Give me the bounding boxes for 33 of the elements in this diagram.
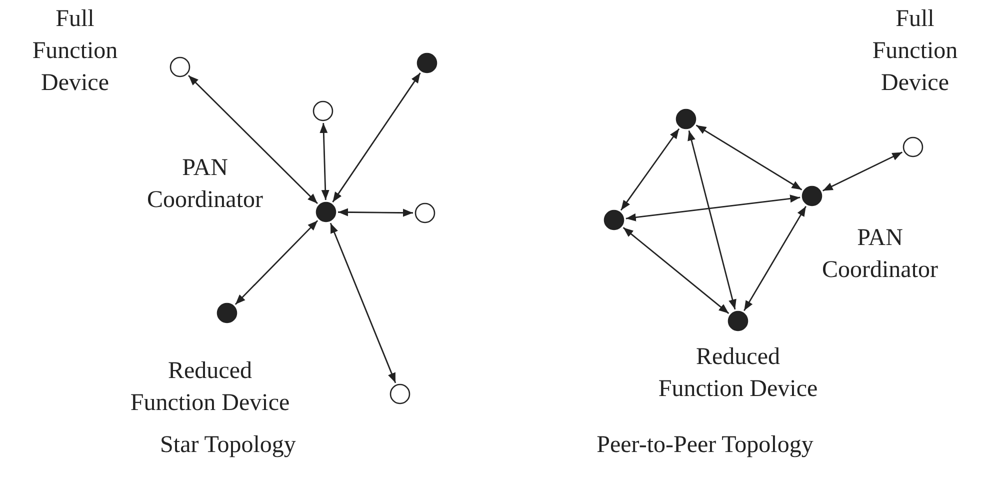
open-node-circle	[414, 202, 436, 224]
node-caption: Full Function Device	[871, 5, 959, 98]
filled-node-circle	[315, 201, 337, 223]
double-arrow	[744, 206, 806, 312]
double-arrow	[332, 72, 421, 202]
node-caption: PAN Coordinator	[821, 224, 939, 285]
double-arrow	[696, 124, 802, 190]
double-arrow	[688, 130, 736, 310]
double-arrow	[620, 128, 680, 211]
node-caption: Reduced Function Device	[129, 357, 291, 418]
filled-node-circle	[801, 185, 823, 207]
double-arrow	[330, 222, 396, 384]
double-arrow	[622, 227, 730, 314]
double-arrow	[234, 220, 318, 305]
double-arrow	[320, 122, 330, 200]
double-arrow	[188, 74, 318, 204]
node-caption: Full Function Device	[31, 5, 119, 98]
open-node-circle	[169, 56, 191, 78]
topology-title: Star Topology	[159, 431, 297, 460]
double-arrow	[626, 194, 800, 222]
filled-node-circle	[416, 52, 438, 74]
topology-title: Peer-to-Peer Topology	[596, 431, 814, 460]
open-node-circle	[312, 100, 334, 122]
filled-node-circle	[727, 310, 749, 332]
double-arrow	[338, 208, 413, 217]
filled-node-circle	[675, 108, 697, 130]
filled-node-circle	[603, 209, 625, 231]
node-caption: PAN Coordinator	[146, 154, 264, 215]
double-arrow	[822, 152, 902, 192]
node-caption: Reduced Function Device	[657, 343, 819, 404]
filled-node-circle	[216, 302, 238, 324]
open-node-circle	[389, 383, 411, 405]
open-node-circle	[902, 136, 924, 158]
